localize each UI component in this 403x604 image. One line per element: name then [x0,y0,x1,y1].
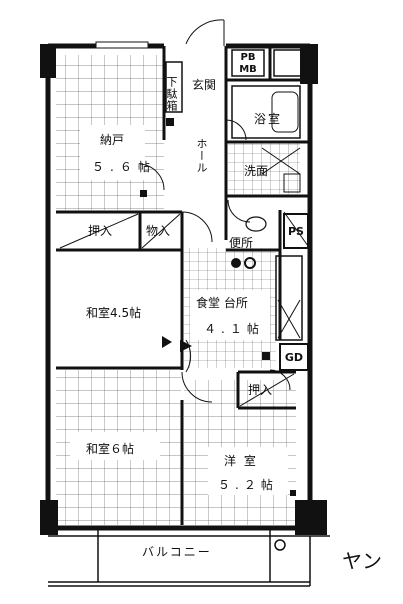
bath-label: 浴室 [254,112,283,126]
toilet-bowl [245,216,267,232]
washroom-floor [228,142,300,194]
western-room-size: ５.２帖 [218,478,278,492]
shoe-box-label: 下駄箱 [165,76,178,112]
toilet-label: 便所 [229,236,254,250]
svg-text:ヤン: ヤン [342,549,382,573]
mb-label: MB [239,63,257,75]
closet-storage-label: 物入 [146,224,171,238]
dining-kitchen-name: 食堂 台所 [196,296,248,310]
western-room-name: 洋 室 [224,454,258,468]
dining-kitchen-size: ４.１帖 [204,322,264,336]
kitchen-counter [275,255,303,341]
door-swings [139,19,291,403]
storage-room-size: ５.６帖 [92,160,156,174]
washroom-label: 洗面 [244,164,269,178]
balcony-label: バルコニー [142,545,212,559]
ps-label: PS [288,224,304,238]
closet-marks [59,211,309,407]
closet-2-label: 押入 [248,383,273,397]
bathtub [231,85,301,139]
balcony-area [48,528,330,587]
hall-label: ホール [195,138,208,174]
closet-1-label: 押入 [88,224,113,238]
gd-label: GD [284,350,304,364]
storage-room-name: 納戸 [100,133,125,147]
pb-label: PB [240,51,256,63]
entrance-label: 玄関 [192,78,217,92]
japanese-room-6-label: 和室６帖 [86,442,135,456]
japanese-room-45-label: 和室4.5帖 [86,306,142,320]
